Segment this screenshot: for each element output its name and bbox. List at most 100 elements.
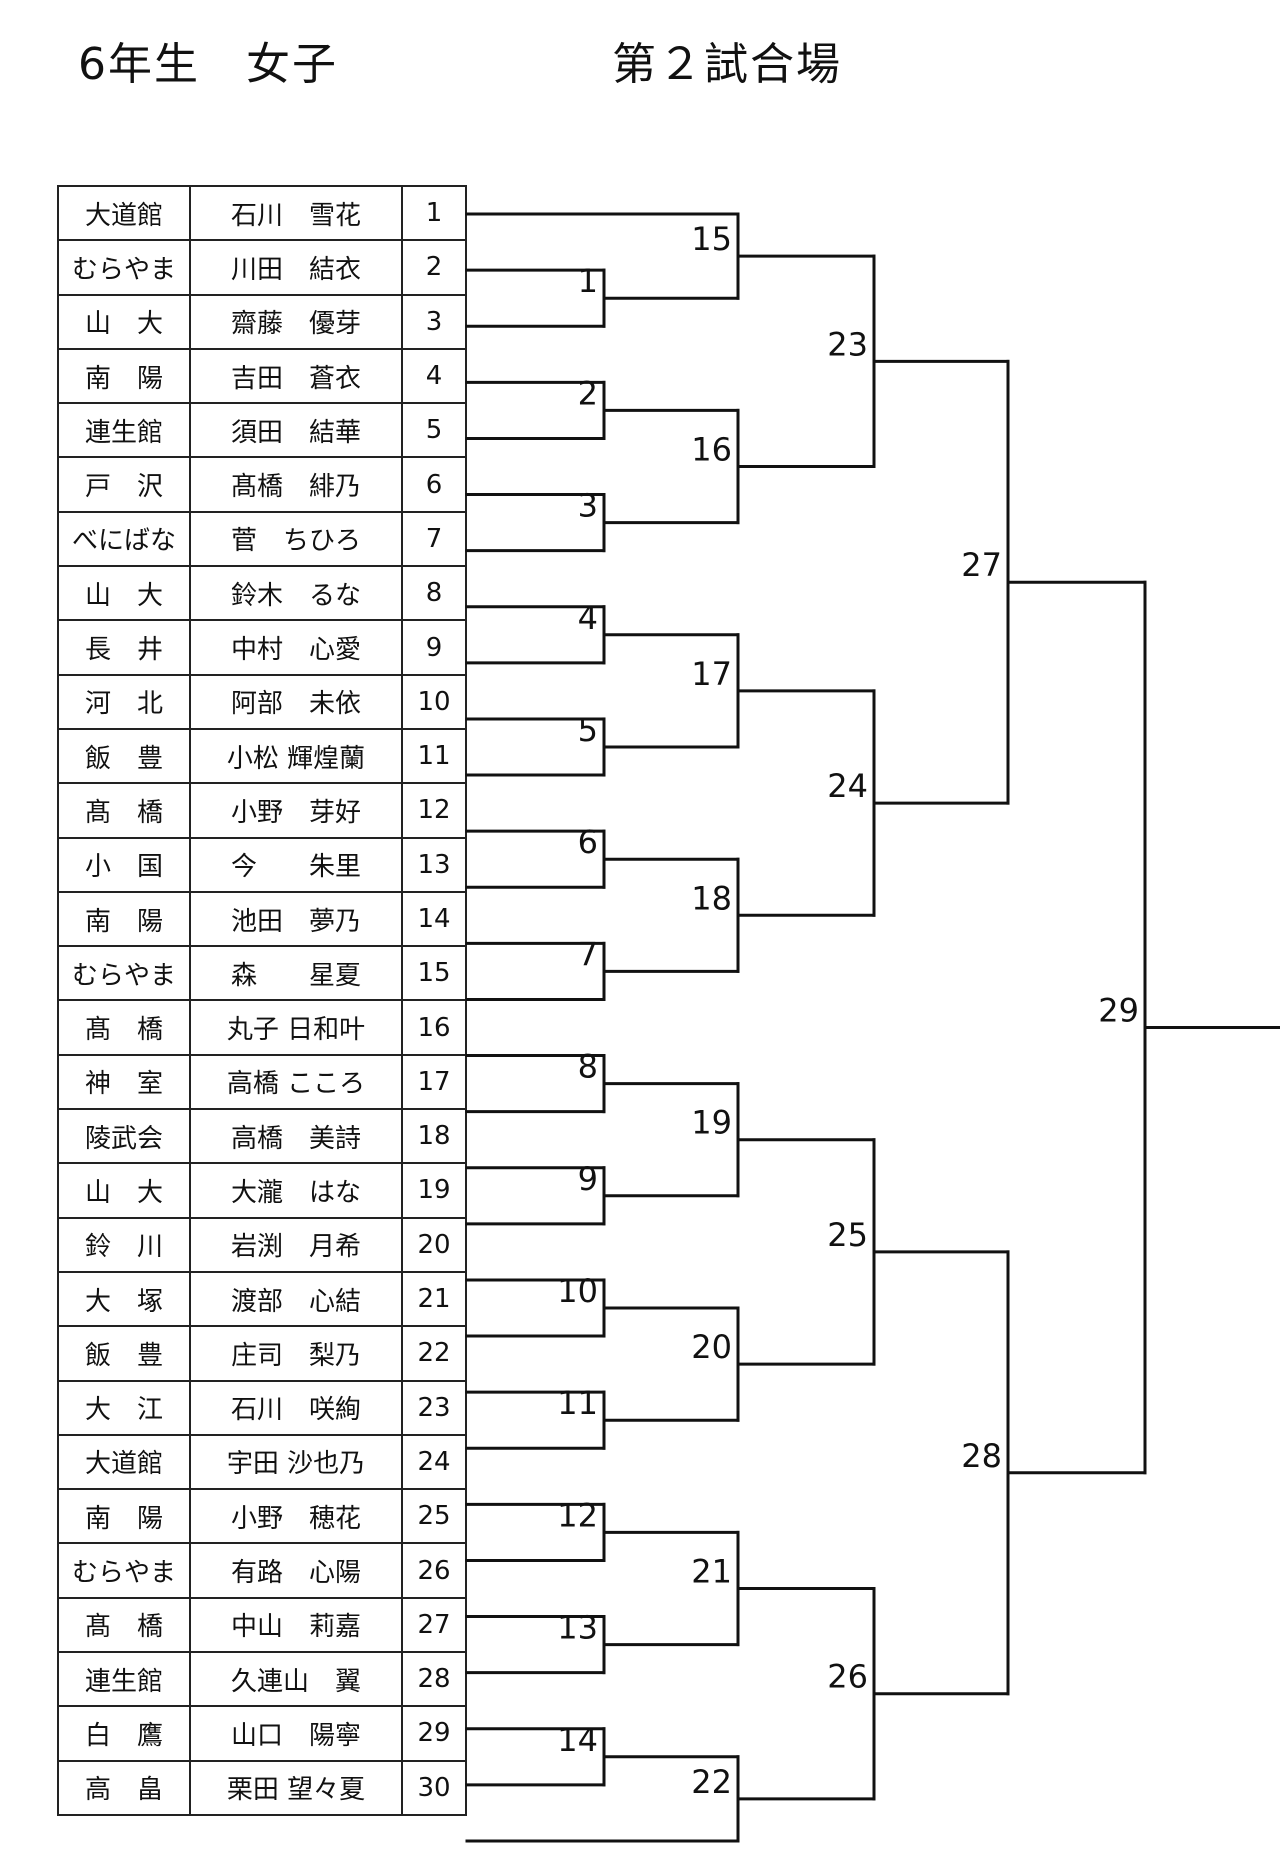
seed-number-cell: 9 (401, 619, 467, 676)
seed-number-cell: 20 (401, 1216, 467, 1273)
team-cell: むらやま (57, 945, 191, 1002)
player-cell: 有路 心陽 (189, 1542, 403, 1599)
match-number: 22 (691, 1763, 732, 1801)
court-title: 第２試合場 (612, 39, 842, 90)
team-cell: 髙 橋 (57, 1596, 191, 1654)
seed-number-cell: 28 (401, 1651, 467, 1708)
seed-number-cell: 29 (401, 1705, 467, 1762)
seed-number-cell: 27 (401, 1596, 467, 1654)
team-cell: 大道館 (57, 1433, 191, 1491)
team-cell: 大 塚 (57, 1270, 191, 1328)
match-number: 16 (691, 431, 732, 469)
team-cell: べにばな (57, 510, 191, 568)
team-cell: 高 畠 (57, 1759, 191, 1816)
seed-number-cell: 5 (401, 402, 467, 459)
player-cell: 丸子 日和叶 (189, 999, 403, 1056)
seed-number-cell: 8 (401, 565, 467, 622)
team-cell: 髙 橋 (57, 999, 191, 1056)
team-cell: 髙 橋 (57, 782, 191, 839)
match-number: 6 (578, 823, 598, 861)
team-cell: 連生館 (57, 1651, 191, 1708)
player-cell: 須田 結華 (189, 402, 403, 459)
player-cell: 阿部 未依 (189, 673, 403, 730)
player-cell: 栗田 望々夏 (189, 1759, 403, 1816)
seed-number-cell: 17 (401, 1053, 467, 1111)
seed-number-cell: 12 (401, 782, 467, 839)
seed-number-cell: 1 (401, 184, 467, 242)
match-number: 21 (691, 1553, 732, 1591)
match-number: 15 (691, 220, 732, 258)
team-cell: 山 大 (57, 293, 191, 350)
seed-number-cell: 10 (401, 673, 467, 730)
team-cell: 連生館 (57, 402, 191, 459)
match-number: 27 (961, 546, 1002, 584)
match-number: 23 (827, 325, 868, 363)
player-cell: 山口 陽寧 (189, 1705, 403, 1762)
team-cell: 山 大 (57, 565, 191, 622)
seed-number-cell: 19 (401, 1162, 467, 1219)
match-number: 10 (557, 1272, 598, 1310)
match-number: 20 (691, 1328, 732, 1366)
match-number: 28 (961, 1437, 1002, 1475)
team-cell: 小 国 (57, 836, 191, 893)
player-cell: 小野 芽好 (189, 782, 403, 839)
player-cell: 中山 莉嘉 (189, 1596, 403, 1654)
player-cell: 菅 ちひろ (189, 510, 403, 568)
match-number: 12 (557, 1496, 598, 1534)
match-number: 17 (691, 655, 732, 693)
division-title: 6年生 女子 (78, 39, 338, 90)
team-cell: 山 大 (57, 1162, 191, 1219)
match-number: 25 (827, 1216, 868, 1254)
match-number: 26 (827, 1658, 868, 1696)
match-number: 4 (578, 599, 598, 637)
match-number: 7 (578, 935, 598, 973)
team-cell: 戸 沢 (57, 456, 191, 513)
seed-number-cell: 4 (401, 347, 467, 405)
team-cell: むらやま (57, 1542, 191, 1599)
player-cell: 髙橋 緋乃 (189, 456, 403, 513)
player-cell: 森 星夏 (189, 945, 403, 1002)
match-number: 3 (578, 487, 598, 525)
player-cell: 大瀧 はな (189, 1162, 403, 1219)
team-cell: 大道館 (57, 184, 191, 242)
match-number: 14 (557, 1721, 598, 1759)
match-number: 24 (827, 767, 868, 805)
player-cell: 中村 心愛 (189, 619, 403, 676)
match-number: 11 (557, 1384, 598, 1422)
player-cell: 高橋 こころ (189, 1053, 403, 1111)
team-cell: 南 陽 (57, 1488, 191, 1545)
seed-number-cell: 26 (401, 1542, 467, 1599)
team-cell: 南 陽 (57, 347, 191, 405)
seed-number-cell: 23 (401, 1379, 467, 1436)
team-cell: 河 北 (57, 673, 191, 730)
player-cell: 小野 穂花 (189, 1488, 403, 1545)
seed-number-cell: 7 (401, 510, 467, 568)
player-cell: 吉田 蒼衣 (189, 347, 403, 405)
player-cell: 岩渕 月希 (189, 1216, 403, 1273)
match-number: 2 (578, 374, 598, 412)
player-cell: 齋藤 優芽 (189, 293, 403, 350)
seed-number-cell: 25 (401, 1488, 467, 1545)
seed-number-cell: 21 (401, 1270, 467, 1328)
player-cell: 石川 咲絢 (189, 1379, 403, 1436)
